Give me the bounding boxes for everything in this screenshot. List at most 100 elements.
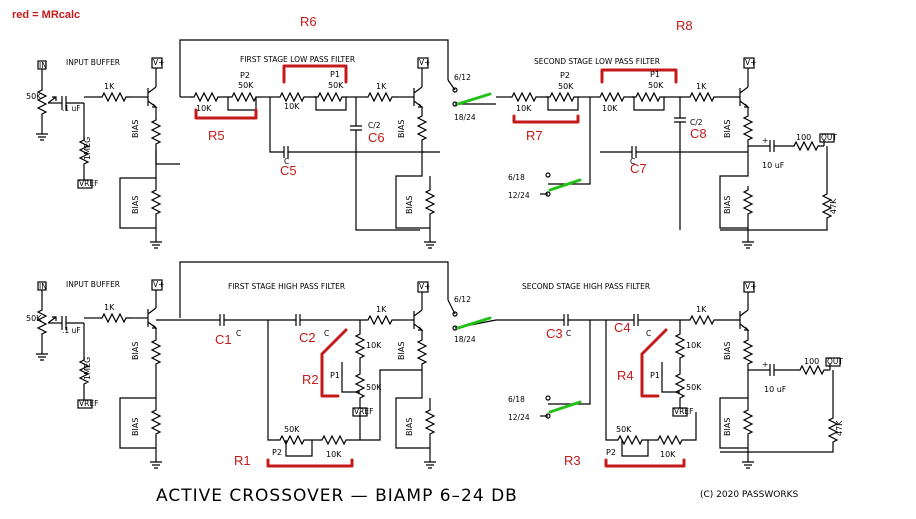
schematic-title: ACTIVE CROSSOVER — BIAMP 6–24 DB	[156, 486, 518, 506]
cap-value: .1 uF	[62, 104, 81, 113]
cap-value: C	[630, 157, 635, 166]
pot-value: 50K	[26, 92, 42, 101]
switch-position: 6/12	[454, 295, 471, 304]
bias-label: BIAS	[397, 120, 406, 138]
pot-p1-label: P1	[330, 371, 340, 380]
pot-p1-label: P1	[650, 371, 660, 380]
pot-p2-label: P2	[240, 71, 250, 80]
marker-r6: R6	[300, 14, 317, 29]
bias-label: BIAS	[723, 418, 732, 436]
marker-r2: R2	[302, 372, 319, 387]
cap-value: C/2	[690, 118, 703, 127]
marker-c8: C8	[690, 126, 707, 141]
resistor-value: 1K	[376, 82, 387, 91]
mrcalc-annotations	[194, 64, 686, 468]
pot-value: 50K	[26, 314, 42, 323]
resistor-value: 50K	[558, 82, 574, 91]
marker-r8: R8	[676, 18, 693, 33]
resistor-value: 50K	[284, 425, 300, 434]
resistor-value: 10K	[366, 341, 382, 350]
vref-terminal: VREF	[674, 407, 693, 416]
polarity-mark: +	[762, 136, 768, 145]
legend-text: red = MRcalc	[12, 9, 80, 21]
marker-c7: C7	[630, 161, 647, 176]
cap-value: C	[566, 329, 571, 338]
vplus-terminal: V+	[419, 282, 430, 291]
pot-p2-label: P2	[560, 71, 570, 80]
out-terminal: OUT	[821, 133, 837, 142]
resistor-value: 1K	[104, 82, 115, 91]
highpass-row	[35, 261, 841, 469]
input-buffer-label-top: INPUT BUFFER	[66, 58, 120, 67]
bias-label: BIAS	[131, 196, 140, 214]
switch-position: 6/12	[454, 73, 471, 82]
marker-c1: C1	[215, 332, 232, 347]
marker-r5: R5	[208, 128, 225, 143]
cap-value: .1 uF	[62, 326, 81, 335]
lp2-label: SECOND STAGE LOW PASS FILTER	[534, 57, 660, 66]
resistor-value: 10K	[660, 450, 676, 459]
bias-label: BIAS	[131, 120, 140, 138]
bias-label: BIAS	[723, 196, 732, 214]
resistor-value: 1K	[104, 303, 115, 312]
resistor-value: 100	[804, 357, 819, 366]
resistor-value: 10K	[326, 450, 342, 459]
bias-label: BIAS	[405, 418, 414, 436]
vref-terminal: VREF	[79, 179, 98, 188]
resistor-value: 50K	[238, 81, 254, 90]
vplus-terminal: V+	[745, 282, 756, 291]
out-terminal: OUT	[827, 357, 843, 366]
switch-position: 12/24	[508, 413, 530, 422]
resistor-value: 1MEG	[83, 357, 92, 380]
input-buffer-label-bottom: INPUT BUFFER	[66, 280, 120, 289]
resistor-value: 50K	[648, 81, 664, 90]
cap-value: C	[646, 329, 651, 338]
bias-label: BIAS	[397, 342, 406, 360]
bias-label: BIAS	[723, 120, 732, 138]
marker-r3: R3	[564, 453, 581, 468]
resistor-value: 1K	[376, 305, 387, 314]
resistor-value: 50K	[328, 81, 344, 90]
cap-value: C	[236, 329, 241, 338]
vplus-terminal: V+	[745, 58, 756, 67]
resistor-value: 10K	[284, 102, 300, 111]
bias-label: BIAS	[723, 342, 732, 360]
lowpass-row	[35, 39, 835, 249]
marker-c5: C5	[280, 163, 297, 178]
bias-label: BIAS	[131, 418, 140, 436]
resistor-value: 47K	[835, 420, 844, 436]
bias-label: BIAS	[131, 342, 140, 360]
copyright-text: (C) 2020 PASSWORKS	[700, 490, 799, 500]
marker-c2: C2	[299, 330, 316, 345]
marker-r4: R4	[617, 368, 634, 383]
cap-value: C/2	[368, 121, 381, 130]
pot-p2-label: P2	[272, 448, 282, 457]
marker-c6: C6	[368, 130, 385, 145]
marker-r1: R1	[234, 453, 251, 468]
lp1-label: FIRST STAGE LOW PASS FILTER	[240, 55, 355, 64]
bias-label: BIAS	[405, 196, 414, 214]
pot-p1-label: P1	[330, 70, 340, 79]
vplus-terminal: V+	[419, 58, 430, 67]
hp2-label: SECOND STAGE HIGH PASS FILTER	[522, 282, 650, 291]
vplus-terminal: V+	[153, 280, 164, 289]
cap-value: 10 uF	[764, 385, 787, 394]
resistor-value: 10K	[196, 104, 212, 113]
marker-c4: C4	[614, 320, 631, 335]
resistor-value: 10K	[516, 104, 532, 113]
pot-p1-label: P1	[650, 70, 660, 79]
in-terminal: IN	[39, 61, 47, 70]
polarity-mark: +	[762, 360, 768, 369]
text-labels: INPUT BUFFER FIRST STAGE LOW PASS FILTER…	[26, 55, 844, 459]
resistor-value: 47K	[829, 198, 838, 214]
resistor-value: 1K	[696, 305, 707, 314]
switch-position: 18/24	[454, 113, 476, 122]
marker-r7: R7	[526, 128, 543, 143]
switch-position: 6/18	[508, 395, 525, 404]
switch-position: 6/18	[508, 173, 525, 182]
switch-position: 12/24	[508, 191, 530, 200]
hp1-label: FIRST STAGE HIGH PASS FILTER	[228, 282, 345, 291]
marker-labels: R5 R6 C5 C6 R7 R8 C7 C8 C1 C2 R2 R1 C3 C…	[208, 14, 707, 468]
vref-terminal: VREF	[79, 399, 98, 408]
